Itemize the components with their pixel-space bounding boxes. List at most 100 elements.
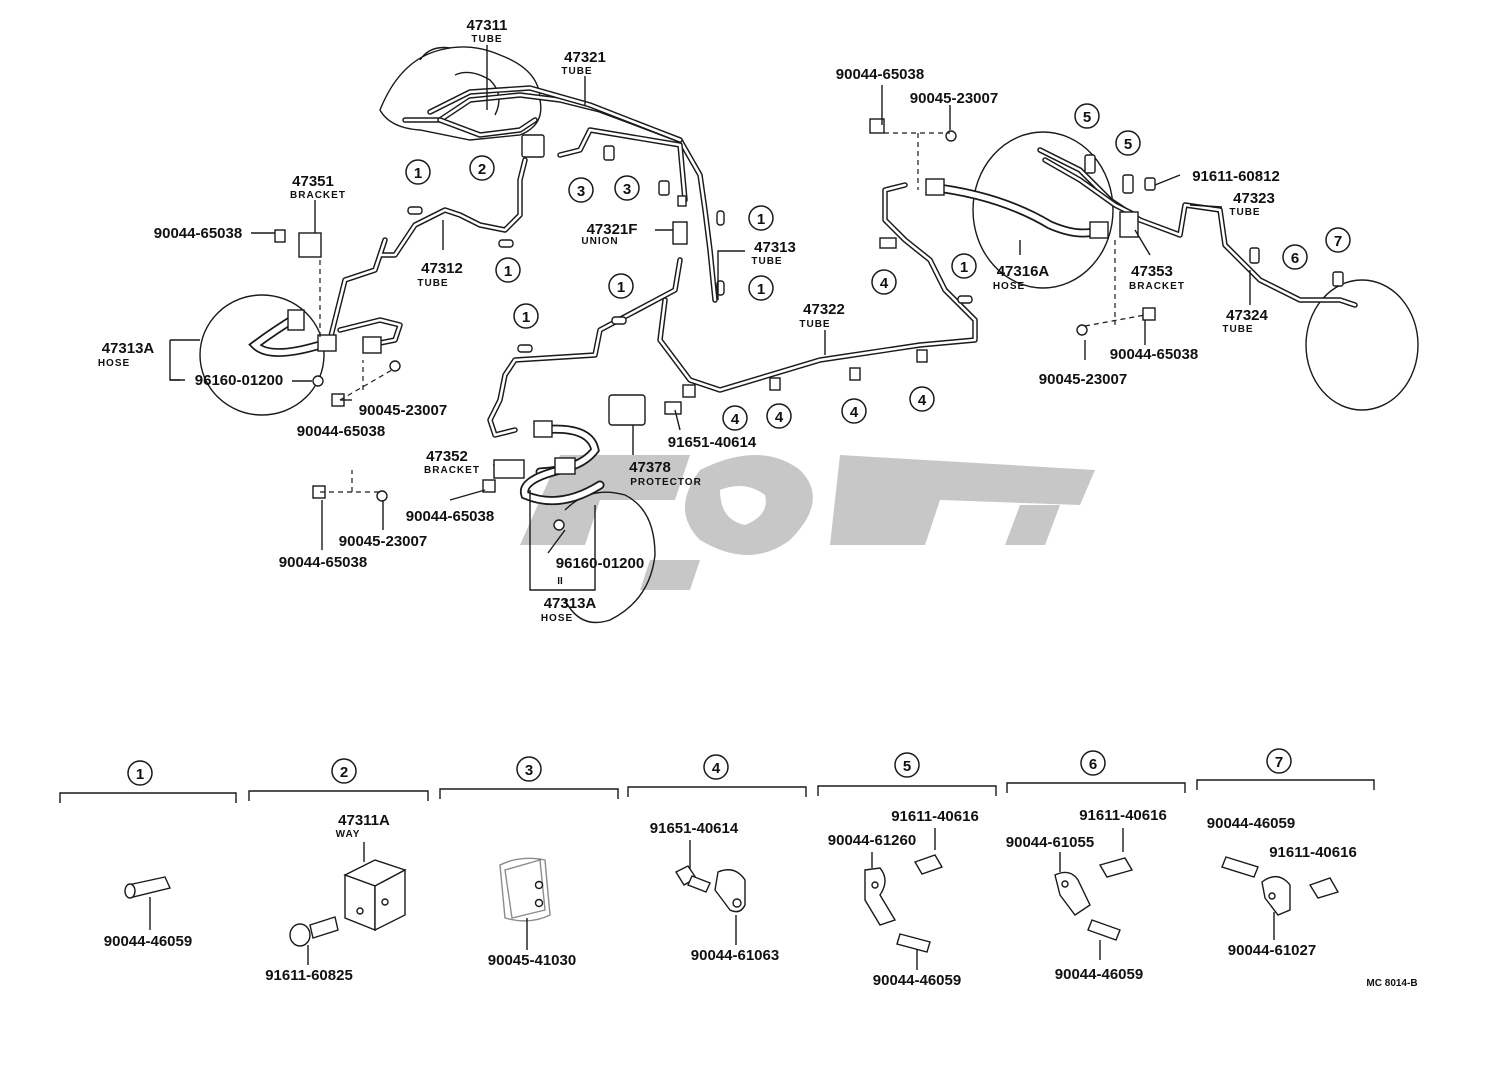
group-4-callout: 4 bbox=[703, 754, 729, 780]
callout-1-e: 1 bbox=[608, 273, 634, 299]
label-90044-65038-c: 90044-65038 bbox=[836, 66, 924, 83]
group-2-part-a: 91611-60825 bbox=[265, 967, 353, 984]
svg-text:WAY: WAY bbox=[336, 829, 361, 840]
svg-text:1: 1 bbox=[414, 165, 422, 182]
callout-4-b: 4 bbox=[722, 405, 748, 431]
callout-5-b: 5 bbox=[1115, 130, 1141, 156]
group-1-part-a: 90044-46059 bbox=[104, 933, 192, 950]
svg-text:2: 2 bbox=[340, 764, 348, 781]
label-47321: 47321 bbox=[564, 49, 606, 66]
group-4-part-b: 90044-61063 bbox=[691, 947, 779, 964]
center-brake-backing bbox=[564, 491, 656, 624]
svg-text:HOSE: HOSE bbox=[541, 613, 573, 624]
svg-text:5: 5 bbox=[1083, 109, 1091, 126]
callout-4-a: 4 bbox=[871, 269, 897, 295]
group-1-callout: 1 bbox=[127, 760, 153, 786]
group-5-part-a: 91611-40616 bbox=[891, 808, 979, 825]
group-5-callout: 5 bbox=[894, 752, 920, 778]
right-brake-drum bbox=[972, 131, 1114, 289]
svg-text:2: 2 bbox=[478, 161, 486, 178]
svg-text:1: 1 bbox=[136, 766, 144, 783]
callout-1-b: 1 bbox=[748, 205, 774, 231]
label-90045-23007-d: 90045-23007 bbox=[339, 533, 427, 550]
group-3-part-a: 90045-41030 bbox=[488, 952, 576, 969]
label-47351: 47351 bbox=[292, 173, 334, 190]
svg-text:TUBE: TUBE bbox=[751, 256, 782, 267]
callout-1-g: 1 bbox=[951, 253, 977, 279]
svg-text:4: 4 bbox=[918, 392, 927, 409]
diagram-labels: 47311 TUBE 47321 TUBE 47351 BRACKET 9004… bbox=[98, 17, 1280, 624]
callout-6-a: 6 bbox=[1282, 244, 1308, 270]
label-47313a-center: 47313A bbox=[544, 595, 597, 612]
svg-text:4: 4 bbox=[775, 409, 784, 426]
master-cylinder-outline bbox=[379, 46, 542, 141]
brake-hoses bbox=[248, 182, 1105, 506]
svg-text:TUBE: TUBE bbox=[417, 278, 448, 289]
svg-text:HOSE: HOSE bbox=[993, 281, 1025, 292]
label-90044-65038-e: 90044-65038 bbox=[406, 508, 494, 525]
svg-text:BRACKET: BRACKET bbox=[1129, 281, 1185, 292]
label-91651-40614: 91651-40614 bbox=[668, 434, 757, 451]
svg-text:TUBE: TUBE bbox=[799, 319, 830, 330]
group-7-part-c: 90044-61027 bbox=[1228, 942, 1316, 959]
svg-text:TUBE: TUBE bbox=[1229, 207, 1260, 218]
label-47323: 47323 bbox=[1233, 190, 1275, 207]
callout-4-e: 4 bbox=[909, 386, 935, 412]
label-96160-01200-b: 96160-01200 bbox=[556, 555, 644, 572]
callout-5-a: 5 bbox=[1074, 103, 1100, 129]
callout-1-f: 1 bbox=[513, 303, 539, 329]
callout-3-a: 3 bbox=[568, 177, 594, 203]
callout-3-b: 3 bbox=[614, 175, 640, 201]
svg-text:3: 3 bbox=[525, 762, 533, 779]
svg-text:1: 1 bbox=[757, 211, 765, 228]
label-96160-01200-a: 96160-01200 bbox=[195, 372, 283, 389]
dashed-guides bbox=[319, 132, 1146, 493]
label-47321f: 47321F bbox=[587, 221, 638, 238]
svg-text:4: 4 bbox=[880, 275, 889, 292]
fittings bbox=[274, 118, 1344, 531]
svg-text:6: 6 bbox=[1089, 756, 1097, 773]
svg-text:5: 5 bbox=[1124, 136, 1132, 153]
label-90045-23007-a: 90045-23007 bbox=[359, 402, 447, 419]
label-47378: 47378 bbox=[629, 459, 671, 476]
group-3-callout: 3 bbox=[516, 756, 542, 782]
callout-4-c: 4 bbox=[766, 403, 792, 429]
leader-lines bbox=[169, 45, 1251, 591]
label-90044-65038-a: 90044-65038 bbox=[154, 225, 242, 242]
svg-text:TUBE: TUBE bbox=[561, 66, 592, 77]
svg-text:1: 1 bbox=[960, 259, 968, 276]
svg-text:4: 4 bbox=[731, 411, 740, 428]
label-47352: 47352 bbox=[426, 448, 468, 465]
label-47312: 47312 bbox=[421, 260, 463, 277]
svg-text:TUBE: TUBE bbox=[1222, 324, 1253, 335]
label-91611-60812: 91611-60812 bbox=[1192, 168, 1280, 185]
group-6-part-c: 90044-46059 bbox=[1055, 966, 1143, 983]
callout-7-a: 7 bbox=[1325, 227, 1351, 253]
group-4-part-a: 91651-40614 bbox=[650, 820, 739, 837]
svg-text:5: 5 bbox=[903, 758, 911, 775]
group-parts: 90044-46059 47311A WAY 91611-60825 90045… bbox=[104, 807, 1357, 989]
svg-text:3: 3 bbox=[577, 183, 585, 200]
group-7-part-b: 91611-40616 bbox=[1269, 844, 1357, 861]
label-47322: 47322 bbox=[803, 301, 845, 318]
label-47313: 47313 bbox=[754, 239, 796, 256]
left-brake-backing-plate bbox=[199, 294, 325, 416]
label-90044-65038-d: 90044-65038 bbox=[1110, 346, 1198, 363]
callout-1-c: 1 bbox=[495, 257, 521, 283]
svg-text:BRACKET: BRACKET bbox=[424, 465, 480, 476]
figure-code: MC 8014-B bbox=[1366, 978, 1417, 989]
svg-text:1: 1 bbox=[522, 309, 530, 326]
group-7-part-a: 90044-46059 bbox=[1207, 815, 1295, 832]
svg-text:PROTECTOR: PROTECTOR bbox=[630, 477, 702, 488]
brake-tubes bbox=[327, 85, 1358, 438]
label-47324: 47324 bbox=[1226, 307, 1268, 324]
label-90044-65038-b: 90044-65038 bbox=[297, 423, 385, 440]
group-brackets: 1 2 3 4 5 6 7 bbox=[59, 748, 1375, 803]
group-6-part-b: 90044-61055 bbox=[1006, 834, 1094, 851]
callout-1-d: 1 bbox=[748, 275, 774, 301]
svg-text:1: 1 bbox=[617, 279, 625, 296]
group-6-callout: 6 bbox=[1080, 750, 1106, 776]
group-6-part-a: 91611-40616 bbox=[1079, 807, 1167, 824]
label-90045-23007-c: 90045-23007 bbox=[1039, 371, 1127, 388]
label-47313a-left: 47313A bbox=[102, 340, 155, 357]
